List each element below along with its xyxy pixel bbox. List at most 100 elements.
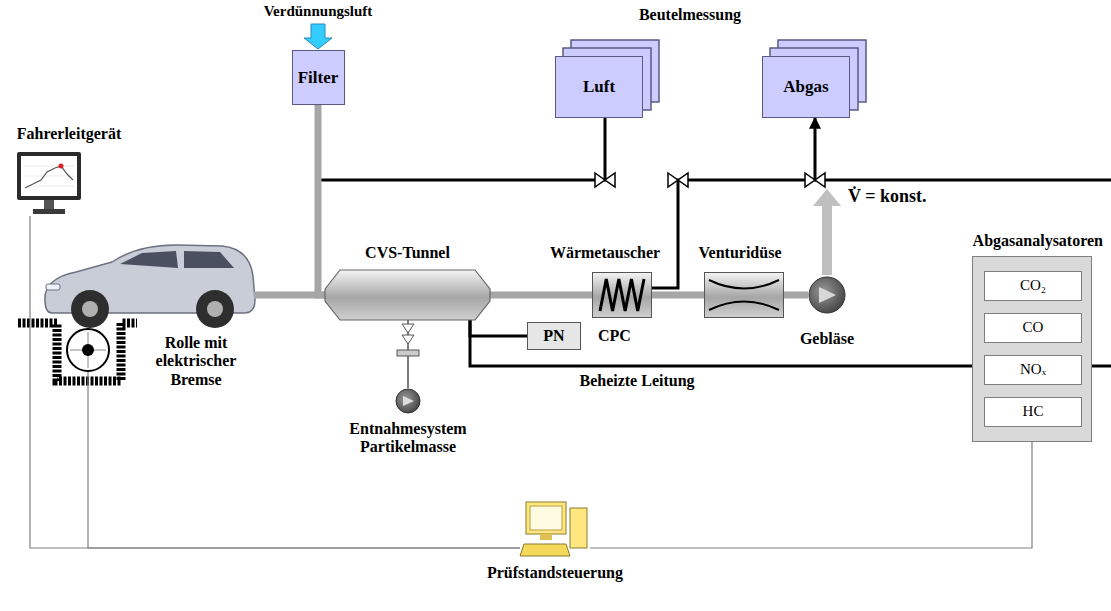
part-label: CVS-Tunnel <box>365 244 450 262</box>
exhaust-pipe <box>784 292 808 299</box>
box-label: HC <box>1023 403 1044 420</box>
drawing-part <box>809 277 845 313</box>
drawing-part <box>600 279 644 311</box>
box-label: Luft <box>583 77 615 97</box>
drawing-part <box>325 270 490 320</box>
drawing-part <box>82 301 98 317</box>
drawing-part <box>530 506 562 530</box>
drawing-part <box>520 544 570 556</box>
drawing-part <box>397 350 419 356</box>
valve <box>595 173 825 187</box>
line-label: Beheizte Leitung <box>579 372 694 390</box>
drawing-part <box>25 166 73 188</box>
box-label: PN <box>543 327 564 345</box>
part-label: Gebläse <box>800 330 854 348</box>
sample-line <box>652 118 815 288</box>
label: Verdünnungsluft <box>264 3 373 20</box>
part-label: Wärmetauscher <box>550 244 660 262</box>
control-cable <box>88 372 520 548</box>
part-label: Venturidüse <box>699 244 782 262</box>
drawing-part <box>23 166 75 167</box>
box-label: NOₓ <box>1020 361 1046 378</box>
part-label: Rolle mit elektrischer Bremse <box>146 334 246 389</box>
analyzer-box: HC <box>984 397 1082 427</box>
box-label: Filter <box>298 68 339 88</box>
analyzer-box: CO <box>984 313 1082 343</box>
drawing-part <box>396 389 420 413</box>
drawing-part <box>120 251 178 268</box>
drawing-part <box>709 280 779 289</box>
drawing-part <box>23 176 75 177</box>
drawing-part <box>17 152 81 200</box>
drawing-part <box>813 189 841 206</box>
drawing-part <box>668 173 688 187</box>
box-label: Abgasanalysatoren <box>973 232 1103 250</box>
roller-pit <box>18 323 137 381</box>
part-label: Prüfstandsteuerung <box>487 564 623 582</box>
box-label: Abgas <box>783 77 828 97</box>
label: V̇ = konst. <box>848 186 926 207</box>
drawing-part <box>82 344 94 356</box>
sample-line <box>470 320 972 366</box>
heated-line <box>1092 365 1111 368</box>
control-cable <box>30 216 520 548</box>
analyzer-rack: CO₂CONOₓHCAbgasanalysatoren <box>972 256 1092 442</box>
drawing-part <box>196 290 234 328</box>
label: CPC <box>598 327 631 345</box>
blower: Gebläse <box>808 276 846 314</box>
drawing-part <box>705 273 784 318</box>
drawing-part <box>184 251 234 268</box>
analyzer-box: CO₂ <box>984 271 1082 301</box>
sampling-pump-shape <box>395 388 421 414</box>
drawing-part <box>540 534 552 540</box>
part-label: Entnahmesystem Partikelmasse <box>333 420 483 457</box>
cvs-tunnel: CVS-Tunnel <box>325 270 490 320</box>
drawing-part <box>403 396 414 406</box>
drawing-part <box>595 173 615 187</box>
sample-valve <box>397 324 419 356</box>
drawing-part <box>21 156 77 196</box>
exhaust-pipe <box>318 105 325 295</box>
exhaust-pipe <box>652 292 704 299</box>
blower-shape <box>808 276 846 314</box>
flow-arrow <box>813 189 841 275</box>
analyzer-box: NOₓ <box>984 355 1082 385</box>
bag-box: Abgas <box>762 56 850 118</box>
drawing-part <box>33 209 65 214</box>
drawing-part <box>805 173 825 187</box>
roller: Rolle mit elektrischer Bremse <box>66 328 110 372</box>
heat-exchanger-shape <box>592 272 652 318</box>
drawing-part <box>59 164 64 169</box>
drawing-part <box>526 502 566 534</box>
drawing-part <box>709 302 779 311</box>
drawing-part <box>822 204 832 275</box>
bag-box: Luft <box>555 56 643 118</box>
car <box>45 245 255 328</box>
drawing-part <box>71 290 109 328</box>
air-arrow <box>304 24 332 49</box>
drawing-part <box>570 508 587 548</box>
drawing-part <box>402 335 414 344</box>
sample-line <box>470 320 527 336</box>
box-label: CO₂ <box>1020 277 1046 294</box>
drawing-part <box>402 324 414 333</box>
cvs-tunnel-shape <box>325 270 490 320</box>
drawing-part <box>819 287 836 303</box>
box-label: CO <box>1023 319 1044 336</box>
filter-box: Filter <box>292 50 345 105</box>
driver-monitor: Fahrerleitgerät <box>15 150 83 216</box>
bag-line <box>815 179 1111 182</box>
control-cable <box>590 442 1032 548</box>
roller-shape <box>66 328 110 372</box>
drawing-part <box>207 301 223 317</box>
drawing-part <box>44 200 54 209</box>
venturi-nozzle-shape <box>704 272 784 318</box>
label: Beutelmessung <box>639 6 741 24</box>
drawing-part <box>67 329 109 371</box>
drawing-part <box>46 284 60 290</box>
sampling-pump: Entnahmesystem Partikelmasse <box>395 388 421 414</box>
driver-monitor-shape <box>15 150 83 216</box>
part-label: Fahrerleitgerät <box>17 125 122 143</box>
